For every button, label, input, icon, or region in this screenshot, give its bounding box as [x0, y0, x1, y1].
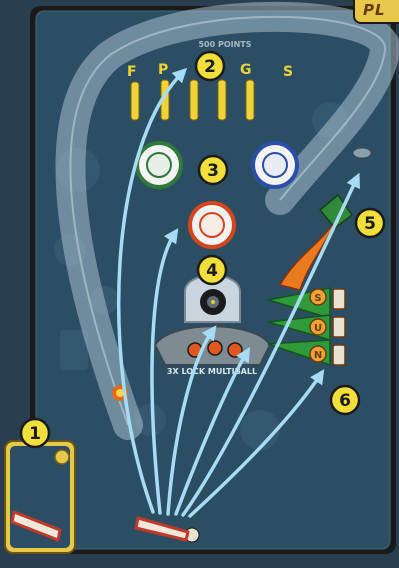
corner-tag-text: PL — [363, 1, 386, 19]
callout-3-number: 3 — [207, 161, 219, 181]
sun-letter-u: U — [314, 323, 322, 334]
lane-letter-f: F — [127, 64, 137, 80]
callout-5: 5 — [356, 209, 384, 237]
lane-letter-p: P — [158, 62, 168, 78]
ufo-icon — [353, 148, 371, 158]
callout-6-number: 6 — [339, 391, 351, 411]
lane-insert-1 — [131, 82, 139, 120]
lane-letter-s: S — [283, 64, 293, 80]
callout-2: 2 — [196, 52, 224, 80]
lane-insert-3 — [190, 80, 198, 120]
lock-multiball-text: 3X LOCK MULTIBALL — [167, 367, 257, 376]
callout-6: 6 — [331, 386, 359, 414]
callout-3: 3 — [199, 156, 227, 184]
lane-insert-5 — [246, 80, 254, 120]
inset-coin-icon — [55, 450, 69, 464]
pop-bumper-green — [137, 143, 181, 187]
sun-letter-n: N — [314, 350, 322, 361]
lane-letter-g: G — [240, 62, 252, 78]
lock-inserts — [188, 341, 242, 357]
points-text: 500 POINTS — [198, 40, 251, 49]
pop-bumper-blue — [253, 143, 297, 187]
callout-1: 1 — [21, 419, 49, 447]
callout-4-number: 4 — [206, 261, 218, 281]
callout-1-number: 1 — [29, 424, 41, 444]
pop-bumper-red — [190, 203, 234, 247]
callout-5-number: 5 — [364, 214, 376, 234]
corner-tag: PL — [353, 0, 399, 24]
sun-letter-s: S — [314, 293, 321, 304]
callout-4: 4 — [198, 256, 226, 284]
callout-2-number: 2 — [204, 57, 216, 77]
